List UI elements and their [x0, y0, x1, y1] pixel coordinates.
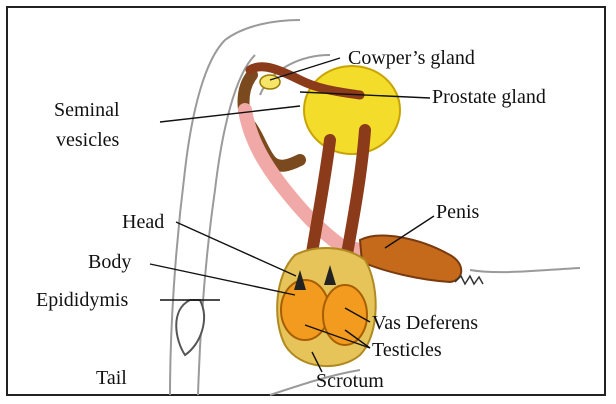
label-tail: Tail	[96, 367, 127, 389]
prostate-gland	[304, 66, 400, 154]
label-body: Body	[88, 251, 131, 273]
label-seminal-vesicles-1: Seminal	[54, 99, 120, 121]
testicle-right	[323, 285, 367, 345]
label-epididymis: Epididymis	[36, 289, 128, 311]
leader-head	[176, 222, 296, 276]
leg-right-outline	[470, 268, 580, 272]
label-seminal-vesicles-2: vesicles	[56, 129, 120, 151]
label-cowpers-gland: Cowper’s gland	[348, 47, 475, 69]
penis-tip-squiggle	[455, 276, 483, 284]
leader-body	[150, 264, 295, 295]
label-testicles: Testicles	[372, 339, 442, 361]
penis-shape	[360, 236, 461, 282]
label-prostate-gland: Prostate gland	[432, 86, 546, 108]
label-head: Head	[122, 211, 164, 233]
vas-deferens-left	[310, 140, 330, 265]
label-vas-deferens: Vas Deferens	[372, 312, 478, 334]
label-scrotum: Scrotum	[316, 370, 384, 392]
label-penis: Penis	[436, 201, 480, 223]
